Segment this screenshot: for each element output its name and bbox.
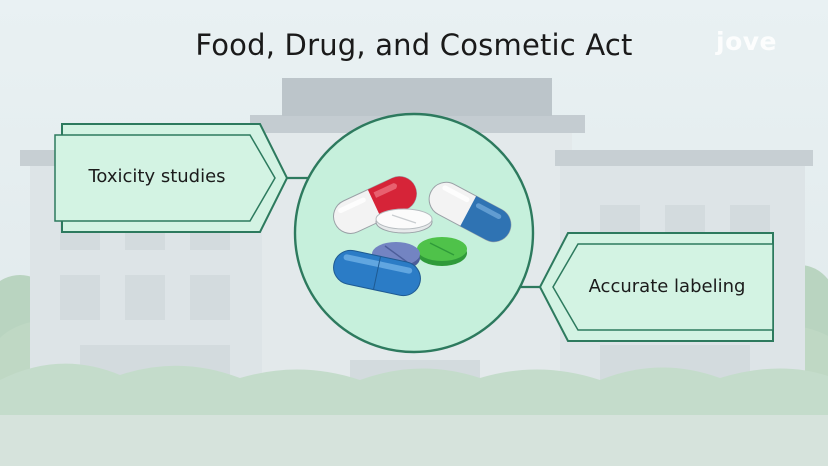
jove-logo: jove bbox=[716, 27, 777, 56]
label-accurate-labeling: Accurate labeling bbox=[588, 276, 746, 297]
box-accurate-labeling bbox=[538, 232, 774, 342]
box-toxicity-studies bbox=[54, 123, 289, 233]
pills-icon bbox=[333, 176, 512, 297]
center-circle bbox=[293, 112, 535, 354]
label-toxicity-studies: Toxicity studies bbox=[88, 166, 226, 187]
page-title: Food, Drug, and Cosmetic Act bbox=[195, 28, 633, 62]
